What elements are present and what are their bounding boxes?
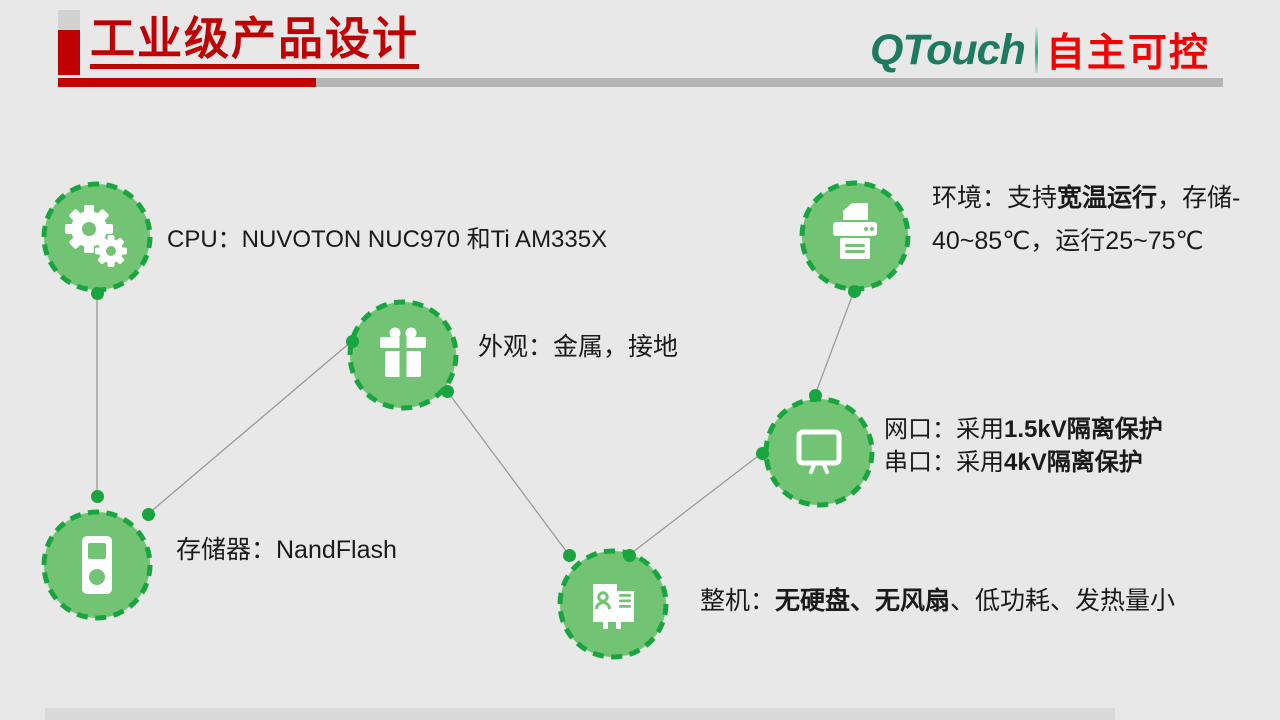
footer-bar — [45, 708, 1115, 720]
connector-dot — [808, 388, 822, 402]
header-rule-red — [58, 78, 316, 87]
title-accent-bar — [58, 30, 80, 75]
connector-dot — [90, 489, 104, 503]
connector-dot — [622, 548, 636, 562]
title-accent-square — [58, 10, 80, 30]
logo-brand-text: QTouch — [870, 25, 1026, 74]
gift-icon — [380, 327, 426, 377]
node-ports — [763, 396, 875, 508]
node-storage — [41, 509, 153, 621]
label-cpu: CPU：NUVOTON NUC970 和Ti AM335X — [167, 226, 608, 253]
label-ports: 网口：采用1.5kV隔离保护串口：采用4kV隔离保护 — [884, 416, 1163, 476]
connector-dot — [440, 384, 454, 398]
connector-dot — [847, 284, 861, 298]
page-title: 工业级产品设计 — [90, 14, 420, 69]
media-player-icon — [82, 536, 112, 594]
node-cpu — [41, 181, 153, 293]
label-storage: 存储器：NandFlash — [176, 536, 397, 564]
connector-dot — [141, 507, 155, 521]
connector-dot — [345, 334, 359, 348]
connector-dot — [90, 286, 104, 300]
label-machine: 整机：无硬盘、无风扇、低功耗、发热量小 — [700, 587, 1176, 615]
label-environment: 环境：支持宽温运行，存储-40~85℃，运行25~75℃ — [932, 184, 1241, 255]
connector-dot — [755, 446, 769, 460]
logo-divider — [1034, 27, 1038, 73]
header-rule-gray — [316, 78, 1223, 87]
monitor-icon — [796, 429, 842, 474]
node-machine — [557, 548, 669, 660]
label-appearance: 外观：金属，接地 — [478, 333, 679, 361]
id-card-icon — [593, 584, 634, 629]
logo-tagline-text: 自主可控 — [1045, 32, 1210, 75]
logo: QTouch 自主可控 — [870, 22, 1210, 78]
gears-icon — [65, 205, 127, 267]
node-environment — [799, 180, 911, 292]
connector-dot — [562, 548, 576, 562]
printer-icon — [833, 203, 877, 259]
node-appearance — [347, 299, 459, 411]
